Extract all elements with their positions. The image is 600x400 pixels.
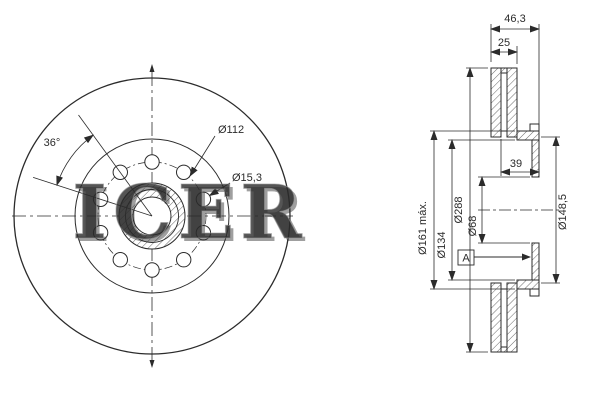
hat-depth-label: 39 <box>510 158 522 170</box>
centerline-arrow-top <box>149 64 155 72</box>
bolt-circle-leader <box>189 135 216 177</box>
bolt-hole <box>144 154 160 170</box>
dimension-labels: 36° Ø112 Ø15,3 46,3 25 39 Ø288 Ø161 máx.… <box>44 13 569 265</box>
hat-flange-bottom <box>516 279 540 290</box>
angle-label: 36° <box>44 137 61 149</box>
pilot-step-bottom <box>529 288 540 297</box>
section-view <box>430 24 562 353</box>
disc-outer-circle <box>13 77 291 355</box>
icer-watermark: ICER ICER <box>72 170 310 260</box>
watermark-text: ICER <box>72 170 307 256</box>
friction-plate-outboard-top <box>490 67 502 138</box>
bolt-hole <box>92 225 109 241</box>
friction-plate-inboard-bottom <box>506 282 518 353</box>
hub-step-circle <box>125 189 179 243</box>
datum-a <box>457 249 531 266</box>
hat-wall-bottom <box>531 242 540 281</box>
hole-diameter-label: Ø15,3 <box>232 172 262 184</box>
friction-plate-outboard-bottom <box>490 282 502 353</box>
hat-flange-top <box>516 130 540 141</box>
bolt-hole <box>195 191 212 208</box>
bolt-hole <box>195 225 212 241</box>
datum-a-label: A <box>462 253 470 265</box>
centerline-arrow-bottom <box>149 360 155 368</box>
bolt-hole <box>112 252 129 268</box>
bolt-hole <box>144 262 160 278</box>
overall-width-label: 46,3 <box>504 13 525 25</box>
dimension-lines-left <box>430 67 530 353</box>
dimension-lines-top <box>490 24 540 176</box>
max-diameter-label: Ø161 máx. <box>417 201 429 255</box>
hat-diameter-label: Ø148,5 <box>557 194 569 230</box>
hub-flange-circle <box>74 138 230 294</box>
bolt-circle-label: Ø112 <box>218 124 244 136</box>
disc-thickness-label: 25 <box>498 37 510 49</box>
hole-diameter-leader <box>208 182 231 197</box>
bolt-hole <box>176 252 192 268</box>
watermark-shadow: ICER <box>75 173 310 259</box>
datum-a-box <box>457 249 475 266</box>
bolt-holes <box>92 154 212 278</box>
front-view <box>12 64 293 368</box>
angle-dimension <box>32 114 153 217</box>
bore-diameter-label: Ø68 <box>467 216 479 237</box>
mount-diameter-label: Ø134 <box>436 232 448 259</box>
dimension-lines-right <box>541 136 560 284</box>
datum-a-arrow <box>522 253 531 261</box>
friction-plate-inboard-top <box>506 67 518 138</box>
hat-wall-top <box>531 139 540 178</box>
outer-diameter-label: Ø288 <box>453 197 465 224</box>
hub-outer-circle <box>118 182 186 250</box>
pilot-step-top <box>529 123 540 132</box>
